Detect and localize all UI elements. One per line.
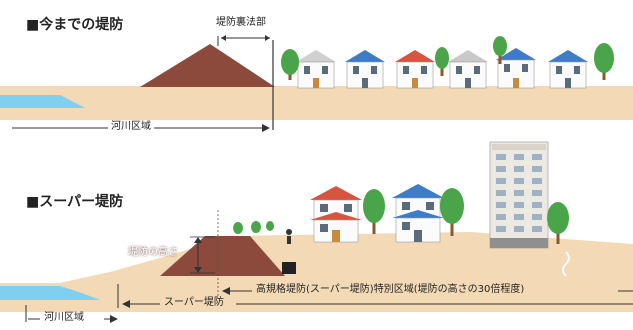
house [496,48,536,89]
top-trees [281,36,614,80]
levee-height-label: 堤防の高さ [128,247,178,258]
tree [594,43,614,80]
house [448,50,488,89]
tree [493,36,507,64]
house [395,50,435,89]
top-river-zone-arrowhead [262,124,270,132]
vehicle-icon [282,262,296,274]
bottom-river-zone-arrowhead [110,315,118,323]
top-section [0,35,633,132]
person-icon [286,229,292,244]
levee-height-arrowhead-bottom [194,267,202,273]
bottom-river-zone-label: 河川区域 [44,312,84,323]
top-river-zone-label: 河川区域 [108,122,154,132]
top-river-water [0,95,85,108]
tree [440,188,464,236]
special-zone-arrowhead [222,287,230,295]
bottom-ground [0,232,633,312]
bottom-river-water [0,286,100,300]
apartment-building [489,141,549,249]
tree [363,189,385,234]
shrub [266,221,274,231]
house [296,50,336,89]
break-mark [562,251,570,277]
top-levee [140,44,275,87]
bottom-section [0,141,633,323]
special-zone-label: 高規格堤防(スーパー堤防)特別区域(堤防の高さの30倍程度) [256,284,525,295]
house [345,50,385,89]
shrub [233,222,243,234]
house [392,184,444,243]
top-houses [296,48,588,89]
tree [281,49,299,80]
bottom-levee [160,236,285,276]
back-slope-arrowhead-right [265,35,270,41]
house [548,50,588,89]
house [310,186,362,243]
super-levee-label: スーパー堤防 [164,297,224,308]
super-levee-arrowhead [122,300,130,308]
shrub [251,221,261,233]
tree [547,202,569,244]
bottom-title: ■スーパー堤防 [26,194,124,210]
levee-height-arrowhead-top [194,237,202,243]
top-ground [0,86,633,120]
tree [435,47,449,76]
back-slope-arrowhead-left [221,35,226,41]
top-title: ■今までの堤防 [26,17,124,33]
top-bank [0,86,100,95]
back-slope-label: 堤防裏法部 [216,17,266,28]
